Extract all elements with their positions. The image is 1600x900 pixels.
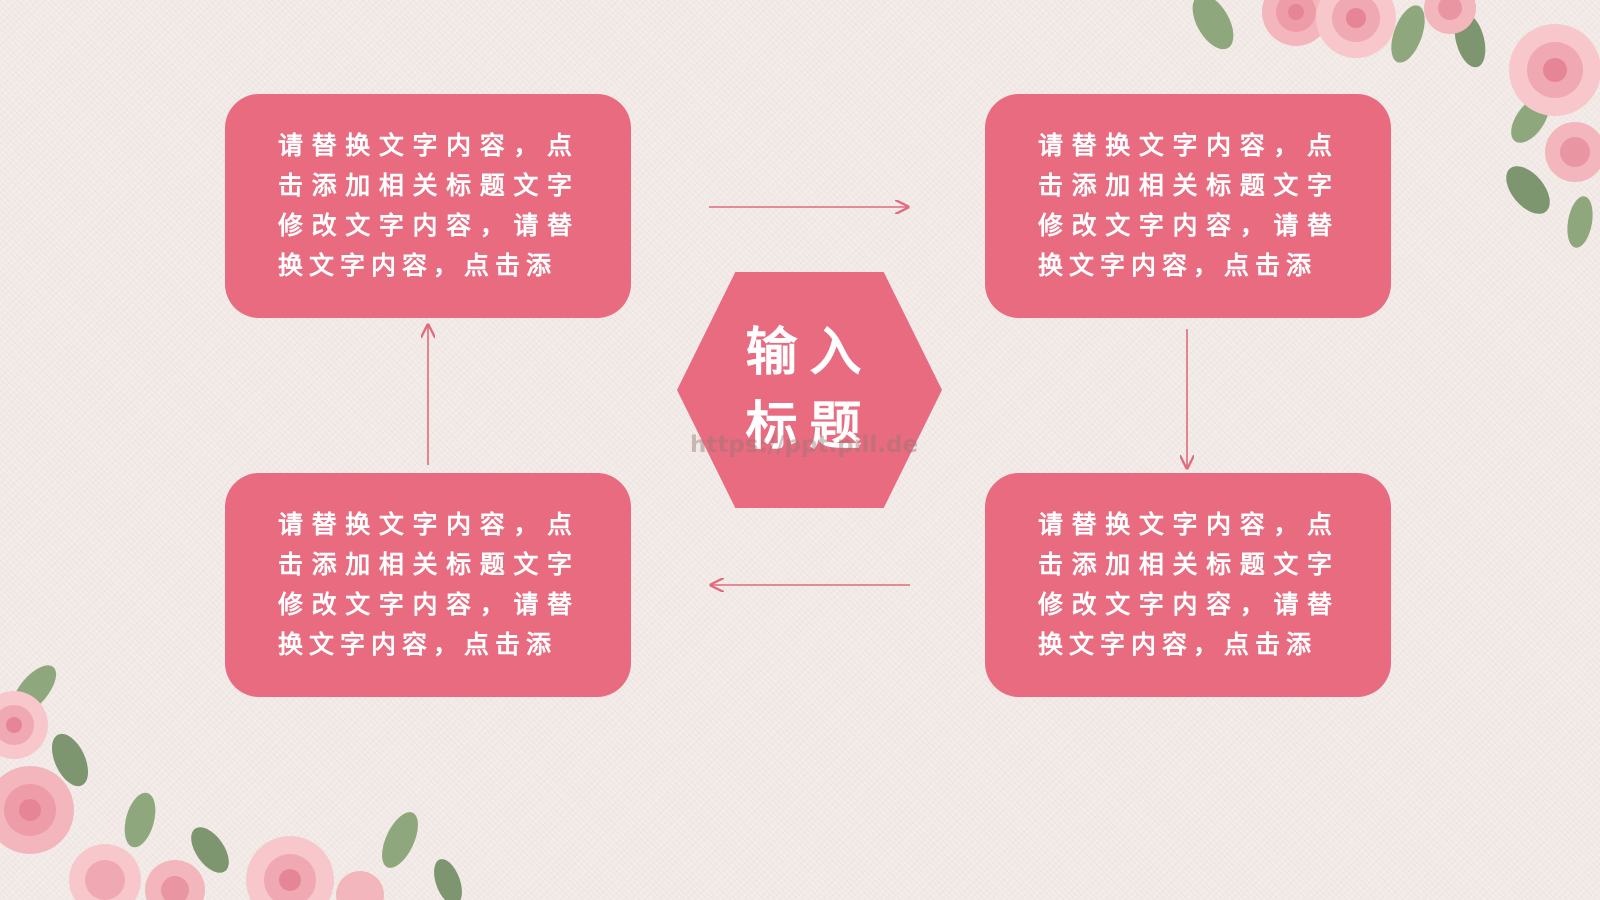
text-box-top-left-text: 请替换文字内容，点击添加相关标题文字修改文字内容，请替换文字内容，点击添 bbox=[278, 131, 578, 280]
text-box-bottom-right[interactable]: 请替换文字内容，点击添加相关标题文字修改文字内容，请替换文字内容，点击添 bbox=[985, 473, 1391, 697]
hexagon-shape bbox=[677, 272, 942, 508]
watermark-text: https://ppt.pill.de bbox=[690, 432, 919, 458]
text-box-top-left[interactable]: 请替换文字内容，点击添加相关标题文字修改文字内容，请替换文字内容，点击添 bbox=[225, 94, 631, 318]
text-box-bottom-right-text: 请替换文字内容，点击添加相关标题文字修改文字内容，请替换文字内容，点击添 bbox=[1038, 510, 1338, 659]
center-title-line1: 输入 bbox=[745, 322, 874, 383]
text-box-bottom-left[interactable]: 请替换文字内容，点击添加相关标题文字修改文字内容，请替换文字内容，点击添 bbox=[225, 473, 631, 697]
text-box-top-right[interactable]: 请替换文字内容，点击添加相关标题文字修改文字内容，请替换文字内容，点击添 bbox=[985, 94, 1391, 318]
text-box-bottom-left-text: 请替换文字内容，点击添加相关标题文字修改文字内容，请替换文字内容，点击添 bbox=[278, 510, 578, 659]
text-box-top-right-text: 请替换文字内容，点击添加相关标题文字修改文字内容，请替换文字内容，点击添 bbox=[1038, 131, 1338, 280]
center-title-line2: 标题 bbox=[745, 396, 874, 457]
center-title: 输入 标题 bbox=[677, 272, 942, 508]
center-hexagon[interactable]: 输入 标题 bbox=[677, 272, 942, 508]
